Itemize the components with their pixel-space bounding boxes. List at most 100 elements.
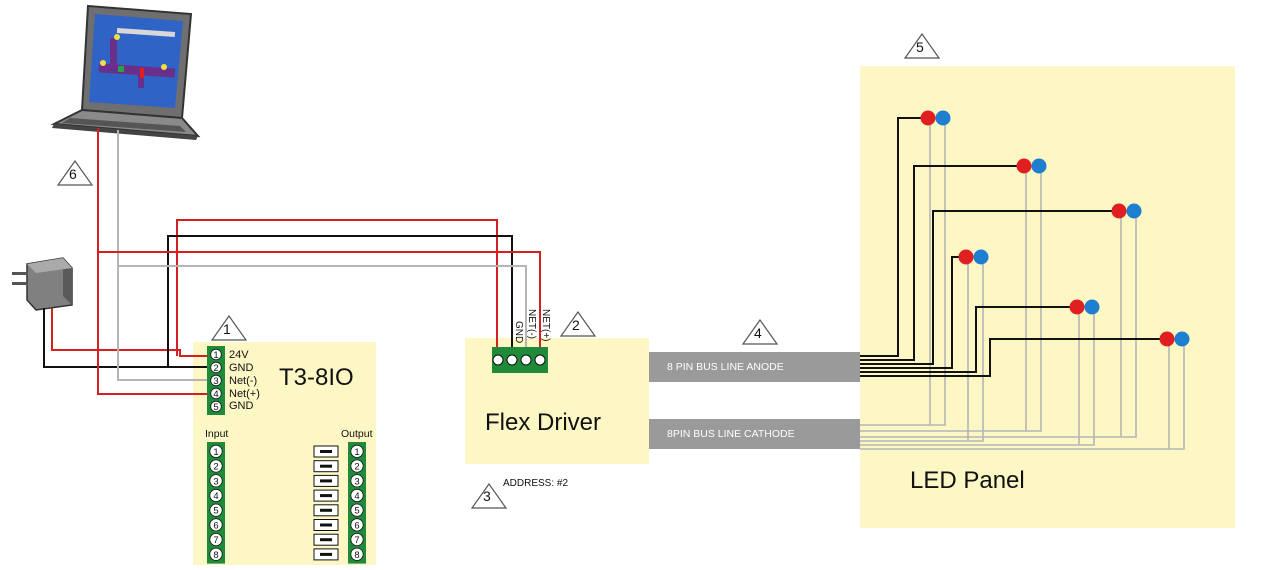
input-number-7: 7 [213,535,218,546]
flex-address: ADDRESS: #2 [503,478,569,489]
led-blue-4 [973,249,989,265]
input-circle-1 [209,444,223,458]
terminal-circle-4 [210,387,222,400]
flex-pin-net-plus: NET(+) [540,309,551,342]
cathode-wire-2 [860,172,1042,432]
led-blue-5 [1084,299,1100,315]
input-number-8: 8 [213,550,218,561]
input-label: Input [205,428,229,440]
output-relay-bar-1 [320,450,332,453]
power-adapter-icon [12,257,73,311]
input-circle-2 [209,459,223,473]
input-circle-6 [209,518,223,532]
callout-number-4: 4 [754,325,762,341]
output-circle-7 [350,532,364,547]
led-blue-3 [1126,203,1142,219]
terminal-circle-5 [210,400,222,413]
cathode-wire-3 [860,217,1137,438]
input-circle-8 [209,547,223,561]
input-number-1: 1 [213,447,218,458]
output-number-6: 6 [354,520,359,531]
input-block [207,442,225,564]
input-number-6: 6 [213,520,218,531]
wires [43,128,541,395]
led-red-3 [1111,203,1127,219]
led-wiring [860,117,1185,450]
terminal-circle-3 [210,374,222,387]
input-circle-3 [209,474,223,488]
led-panel [860,66,1235,528]
anode-wire-2 [860,165,1024,361]
input-number-2: 2 [213,462,218,473]
adapter-black-wire [43,308,207,368]
laptop-icon [50,4,201,140]
output-number-5: 5 [354,506,359,517]
cathode-wire-1 [860,124,946,426]
cathode-bus-label: 8PIN BUS LINE CATHODE [667,428,795,440]
output-relay-bar-8 [320,552,332,556]
led-red-4 [958,249,974,265]
input-number-5: 5 [213,506,218,517]
anode-wire-5 [860,306,1077,373]
laptop-gray-wire [117,130,207,381]
led-blue-6 [1174,331,1190,347]
input-number-4: 4 [213,491,218,502]
terminal-label-4: Net(+) [229,388,260,400]
terminal-label-3: Net(-) [229,375,258,387]
callout-triangle-6 [56,159,94,186]
output-number-3: 3 [354,476,359,487]
gnd-black-wire-top [167,235,513,367]
net-gray-wire-mid [118,265,527,347]
net-red-wire-top [176,219,498,356]
callout-triangle-2 [559,310,597,337]
net-red-wire-mid [98,251,541,347]
output-circle-8 [350,547,364,561]
callout-triangle-5 [903,32,941,59]
adapter-red-wire [51,308,207,357]
output-number-8: 8 [354,550,359,561]
led-red-5 [1069,299,1085,315]
terminal-number-4: 4 [213,389,218,400]
anode-wire-6 [860,338,1167,377]
laptop-red-wire [97,128,207,395]
led-red-2 [1016,158,1032,174]
led-red-6 [1159,331,1175,347]
output-circle-6 [350,518,364,532]
flex-terminal-block [492,347,548,373]
anode-wire-1 [860,117,928,357]
cathode-bus-bar [649,419,860,449]
output-number-4: 4 [354,491,359,502]
output-relay-bar-7 [320,538,332,542]
output-circle-2 [350,459,364,473]
terminal-number-3: 3 [213,376,218,387]
output-relay-bar-2 [320,464,332,468]
output-relay-bar-3 [320,479,332,483]
output-circle-3 [350,474,364,488]
output-block [348,442,366,564]
callout-number-1: 1 [223,321,231,337]
flex-pin-gnd: GND [513,321,524,344]
led-blue-2 [1031,158,1047,174]
callout-triangles [56,32,941,509]
callout-number-2: 2 [572,317,580,333]
terminal-circle-1 [210,348,222,361]
anode-bus-label: 8 PIN BUS LINE ANODE [667,361,784,373]
input-circle-7 [209,532,223,547]
output-relay-bar-6 [320,523,332,527]
terminal-number-5: 5 [213,402,218,413]
terminal-label-1: 24V [229,349,249,361]
output-circle-4 [350,488,364,503]
output-label: Output [341,428,373,440]
t3-title: T3-8IO [279,364,354,391]
led-blue-1 [935,110,951,126]
terminal-label-2: GND [229,362,254,374]
output-circle-1 [350,444,364,458]
cathode-wire-6 [860,345,1185,450]
callout-number-5: 5 [916,39,924,55]
callout-number-6: 6 [69,166,77,182]
terminal-circle-2 [210,361,222,374]
callout-triangle-3 [470,482,508,509]
